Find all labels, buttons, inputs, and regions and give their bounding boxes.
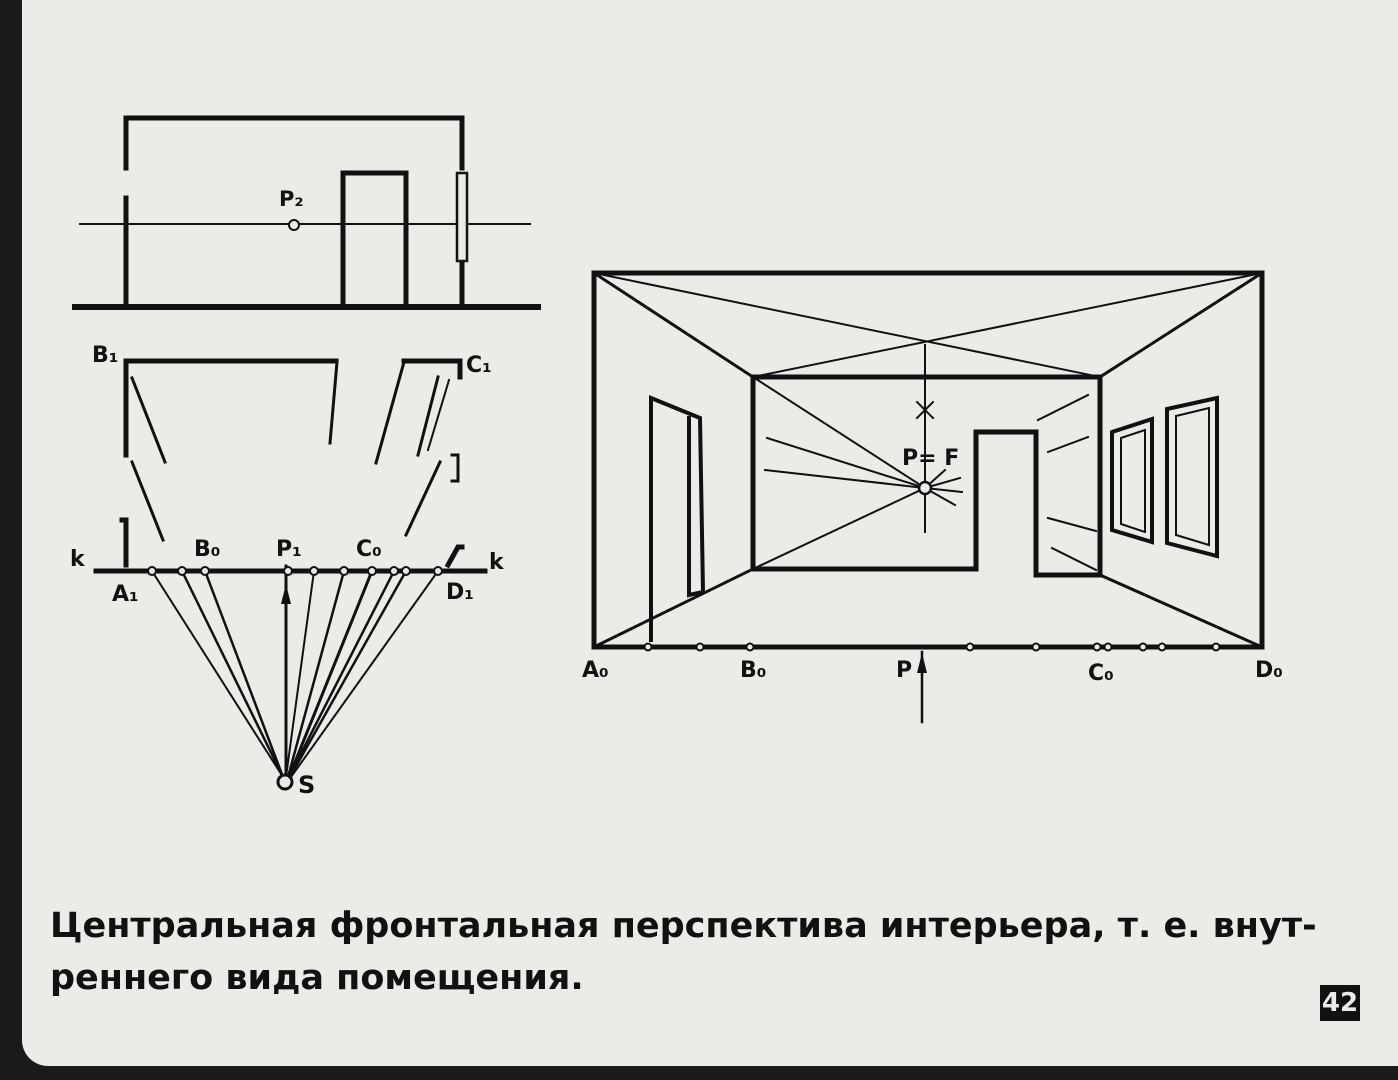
caption: Центральная фронтальная перспектива инте… xyxy=(50,900,1350,1004)
p2-point xyxy=(288,219,300,231)
label-p1: P₁ xyxy=(276,537,302,562)
label-b0-left: B₀ xyxy=(194,537,220,562)
caption-line-2: реннего вида помещения. xyxy=(50,958,584,998)
label-k-right: k xyxy=(489,550,505,575)
label-b1: B₁ xyxy=(92,343,118,368)
label-d0: D₀ xyxy=(1255,658,1283,683)
perspective-view xyxy=(591,270,1265,724)
front-elevation xyxy=(72,115,541,310)
label-c0-right: C₀ xyxy=(1088,661,1114,686)
page-number: 42 xyxy=(1320,985,1360,1021)
label-d1: D₁ xyxy=(446,580,474,605)
caption-line-1: Центральная фронтальная перспектива инте… xyxy=(50,906,1317,946)
label-a1: A₁ xyxy=(112,582,139,607)
pf-point xyxy=(917,480,933,496)
label-p: P xyxy=(896,658,912,683)
label-b0-right: B₀ xyxy=(740,658,766,683)
s-point xyxy=(276,773,294,791)
label-s: S xyxy=(298,771,315,799)
plan-view xyxy=(93,358,488,791)
label-a0: A₀ xyxy=(582,658,609,683)
label-c1: C₁ xyxy=(466,353,492,378)
label-c0-left: C₀ xyxy=(356,537,382,562)
label-pf: P= F xyxy=(902,446,959,471)
label-p2: P₂ xyxy=(279,187,304,211)
label-k-left: k xyxy=(70,547,86,572)
